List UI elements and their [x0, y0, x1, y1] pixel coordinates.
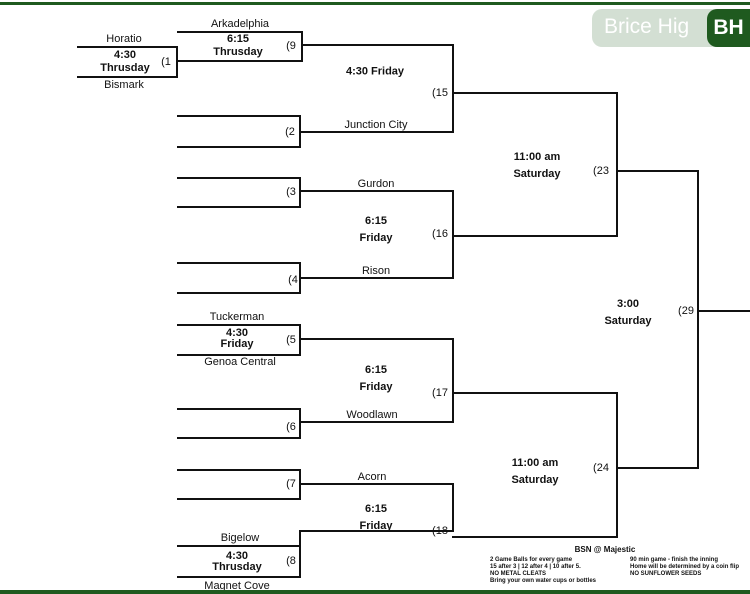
note-item: 2 Game Balls for every game	[490, 557, 573, 563]
team-rison: Rison	[361, 265, 391, 277]
game-number-9: (9	[286, 40, 296, 52]
game-number-29: (29	[678, 305, 694, 317]
team-horatio: Horatio	[106, 33, 142, 45]
logo-text: Brice Hig	[604, 15, 690, 38]
team-junction-city: Junction City	[344, 119, 408, 131]
game-number-1: (1	[161, 56, 171, 68]
note-item: NO SUNFLOWER SEEDS	[630, 571, 702, 577]
team-gurdon: Gurdon	[357, 178, 395, 190]
team-magnet-cove: Magnet Cove	[204, 580, 270, 592]
game-number-15: (15	[432, 87, 448, 99]
game-number-8: (8	[286, 555, 296, 567]
top-border	[0, 2, 750, 5]
game-number-18: (18	[432, 525, 448, 537]
game-time-15: 4:30 Friday	[345, 65, 405, 78]
brice-high-logo: Brice Hig BH	[592, 9, 750, 47]
team-bismark: Bismark	[104, 79, 144, 91]
game-number-16: (16	[432, 228, 448, 240]
notes-title: BSN @ Majestic	[574, 545, 636, 554]
note-item: 90 min game - finish the inning	[630, 557, 719, 563]
team-bigelow: Bigelow	[220, 532, 260, 544]
team-woodlawn: Woodlawn	[346, 409, 398, 421]
game-number-6: (6	[286, 421, 296, 433]
team-tuckerman: Tuckerman	[209, 311, 265, 323]
bottom-border	[0, 590, 750, 594]
note-item: Bring your own water cups or bottles	[490, 578, 597, 584]
team-genoa-central: Genoa Central	[204, 356, 276, 368]
game-number-4: (4	[288, 274, 298, 286]
game-number-7: (7	[286, 478, 296, 490]
logo-badge: BH	[707, 9, 750, 47]
game-number-3: (3	[286, 186, 296, 198]
note-item: 15 after 3 | 12 after 4 | 10 after 5.	[490, 564, 581, 570]
team-arkadelphia: Arkadelphia	[210, 18, 270, 30]
game-number-23: (23	[593, 165, 609, 177]
note-item: Home will be determined by a coin flip	[630, 564, 740, 570]
game-number-24: (24	[593, 462, 609, 474]
game-number-5: (5	[286, 334, 296, 346]
game-number-2: (2	[285, 126, 295, 138]
rules-notes: BSN @ Majestic 2 Game Balls for every ga…	[490, 545, 750, 584]
team-acorn: Acorn	[357, 471, 387, 483]
game-number-17: (17	[432, 387, 448, 399]
note-item: NO METAL CLEATS	[490, 571, 546, 577]
